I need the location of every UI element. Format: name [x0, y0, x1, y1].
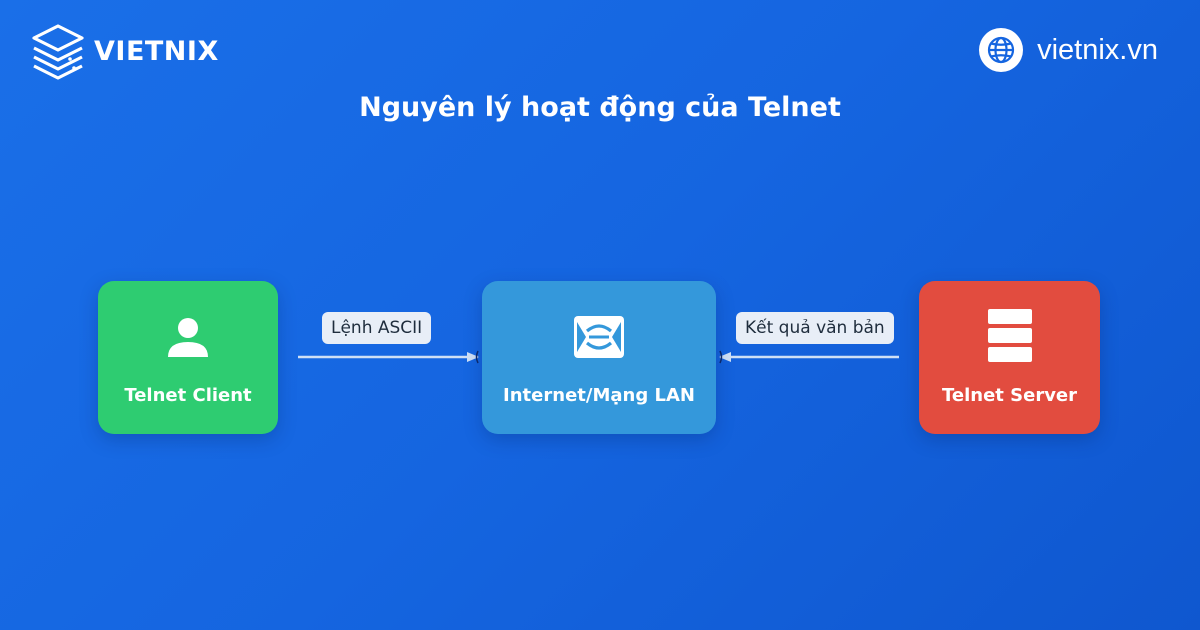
website-link[interactable]: vietnix.vn	[979, 28, 1158, 72]
vietnix-logo[interactable]: VIETNIX	[30, 22, 219, 80]
globe-icon	[979, 28, 1024, 72]
brand-name: VIETNIX	[94, 35, 219, 67]
server-icon	[986, 307, 1034, 365]
edge-end-cap-right	[719, 350, 723, 364]
edge-label-text-result: Kết quả văn bản	[736, 312, 894, 344]
node-telnet-client: Telnet Client	[98, 281, 278, 434]
node-telnet-server: Telnet Server	[919, 281, 1100, 434]
node-label: Telnet Client	[124, 385, 252, 406]
diagram-title: Nguyên lý hoạt động của Telnet	[359, 92, 841, 123]
edge-end-cap-left	[475, 350, 479, 364]
network-icon	[573, 315, 625, 359]
node-label: Internet/Mạng LAN	[503, 385, 695, 406]
website-url: vietnix.vn	[1037, 33, 1158, 66]
user-icon	[166, 315, 210, 359]
stacked-layers-icon	[32, 24, 84, 80]
node-label: Telnet Server	[941, 385, 1078, 406]
edge-label-ascii-command: Lệnh ASCII	[322, 312, 432, 344]
node-network: Internet/Mạng LAN	[482, 281, 716, 434]
